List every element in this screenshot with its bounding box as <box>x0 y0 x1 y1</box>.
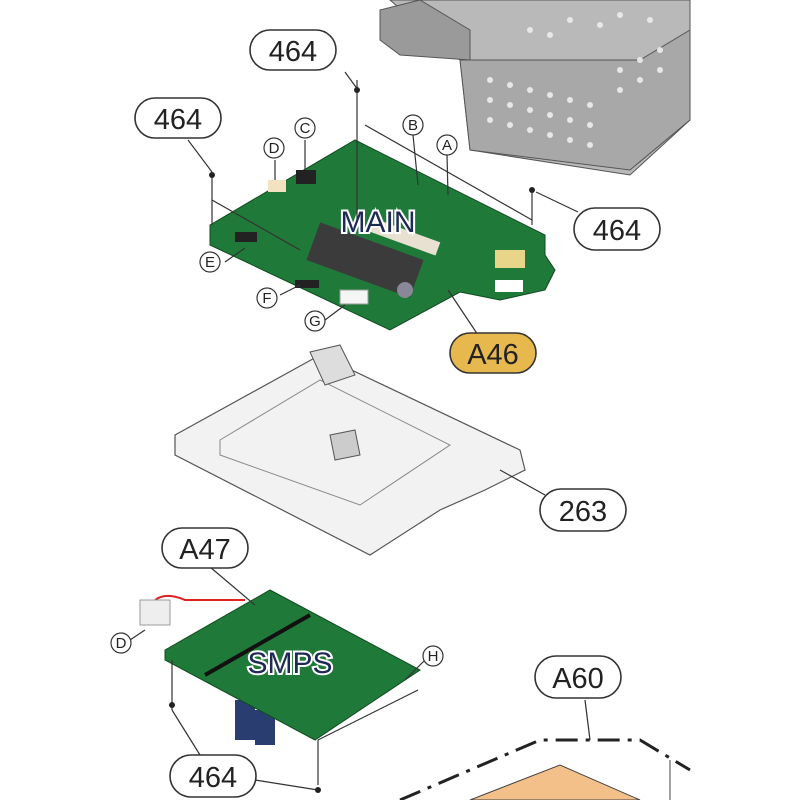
connector-label-d-smps: D <box>110 632 132 654</box>
connector-label-e: E <box>199 251 221 273</box>
bracket <box>174 344 526 556</box>
callout-464-right[interactable]: 464 <box>573 207 661 251</box>
callout-a46[interactable]: A46 <box>449 332 537 374</box>
svg-text:464: 464 <box>189 762 237 794</box>
smps-board: SMPS <box>139 589 421 745</box>
svg-text:F: F <box>262 290 271 307</box>
connector-label-a: A <box>436 134 458 156</box>
svg-text:B: B <box>408 117 418 134</box>
callout-263[interactable]: 263 <box>539 488 627 532</box>
svg-text:D: D <box>116 635 127 652</box>
svg-text:A60: A60 <box>552 663 604 695</box>
svg-text:G: G <box>309 313 321 330</box>
connector-label-b: B <box>402 114 424 136</box>
svg-text:A: A <box>442 137 452 154</box>
svg-text:H: H <box>428 648 439 665</box>
lower-assembly <box>399 738 691 800</box>
svg-text:D: D <box>269 140 280 157</box>
connector-label-g: G <box>304 310 326 332</box>
svg-text:A46: A46 <box>467 339 519 371</box>
callout-464-left[interactable]: 464 <box>134 97 222 139</box>
connector-label-c: C <box>294 117 316 139</box>
svg-text:464: 464 <box>154 104 202 136</box>
svg-text:263: 263 <box>559 496 607 528</box>
callout-464-bottom[interactable]: 464 <box>169 754 257 798</box>
svg-text:C: C <box>300 120 311 137</box>
callout-464-top[interactable]: 464 <box>249 29 337 71</box>
svg-text:E: E <box>205 254 215 271</box>
callout-a47[interactable]: A47 <box>161 527 249 569</box>
main-board-label: MAIN <box>341 206 416 239</box>
callout-a60[interactable]: A60 <box>534 655 622 699</box>
leader-lines <box>129 71 591 793</box>
svg-text:464: 464 <box>593 215 641 247</box>
connector-label-f: F <box>256 287 278 309</box>
connector-label-d-main: D <box>263 137 285 159</box>
main-board: MAIN <box>209 139 556 331</box>
svg-text:A47: A47 <box>179 534 231 566</box>
smps-board-label: SMPS <box>247 647 332 680</box>
svg-text:464: 464 <box>269 36 317 68</box>
grille-housing <box>379 0 691 176</box>
connector-label-h: H <box>422 645 444 667</box>
